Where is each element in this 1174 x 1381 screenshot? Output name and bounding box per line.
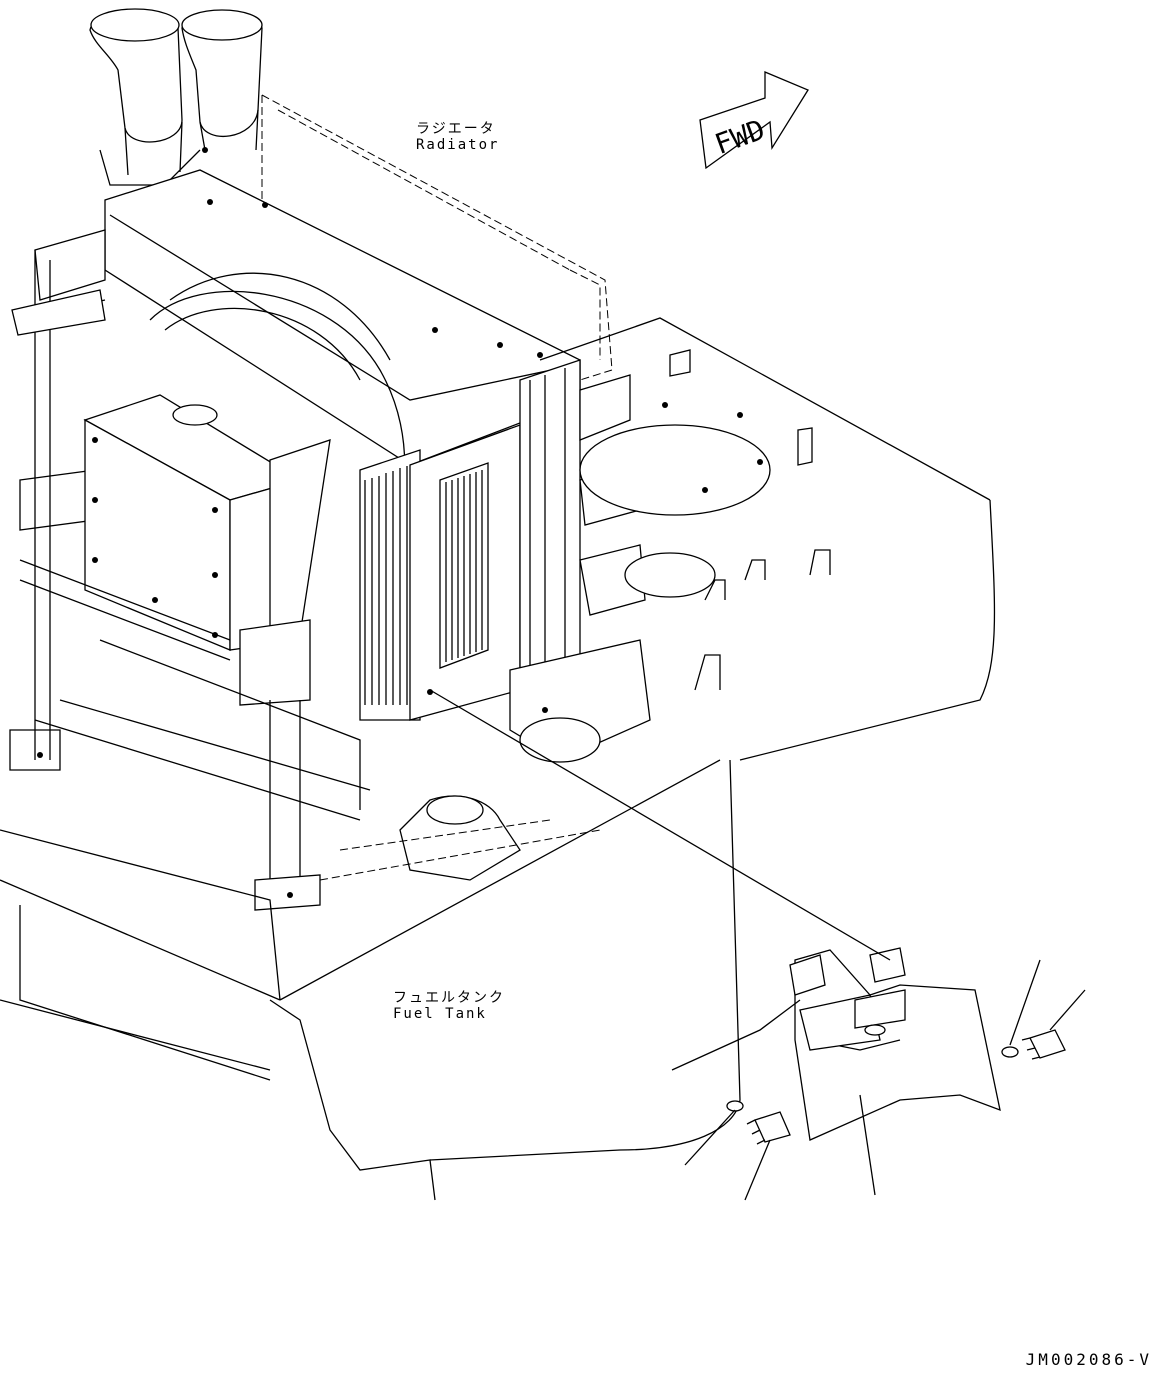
fuel-tank-label-en: Fuel Tank: [393, 1006, 487, 1023]
fuel-tank: FWD: [0, 71, 996, 1201]
fuel-tank-label: フュエルタンク Fuel Tank: [393, 990, 505, 1022]
cover-bracket-group: [429, 689, 1086, 1201]
radiator-label: ラジエータ Radiator: [416, 121, 499, 153]
radiator-assembly: [9, 94, 651, 911]
exhaust-pipes: [89, 8, 263, 186]
document-id: JM002086-V: [1025, 1350, 1152, 1369]
radiator-label-jp: ラジエータ: [416, 121, 496, 137]
radiator-label-en: Radiator: [416, 137, 500, 154]
fuel-tank-label-jp: フュエルタンク: [393, 990, 505, 1006]
fwd-arrow-icon: [699, 71, 809, 170]
